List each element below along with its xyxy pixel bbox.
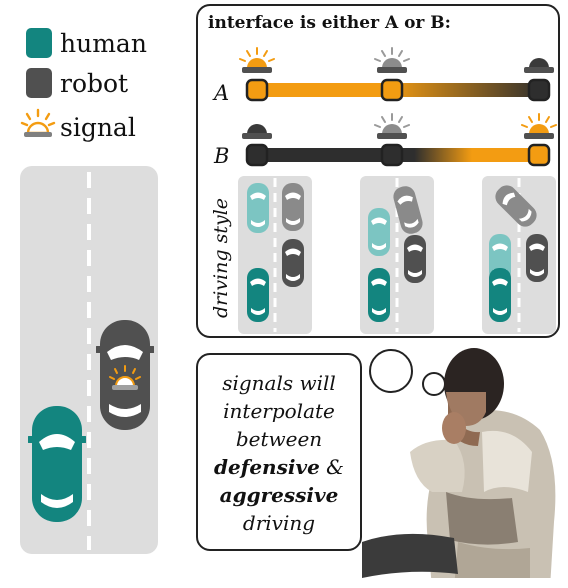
thought-bubble: signals will interpolate between defensi… (196, 353, 362, 551)
robot-car (96, 314, 154, 434)
legend-human-swatch (26, 28, 52, 58)
thought-line-4: defensive & (198, 453, 360, 481)
human-car (28, 402, 86, 526)
legend-robot-label: robot (60, 69, 129, 98)
thought-line-5: aggressive (219, 483, 339, 507)
thought-defensive: defensive (214, 455, 320, 479)
legend-human-label: human (60, 29, 147, 58)
thought-ampersand: & (319, 455, 344, 479)
signal-bars (198, 6, 560, 176)
legend-signal-label: signal (60, 113, 136, 142)
thought-line-3: between (235, 427, 323, 451)
road-scene (20, 166, 158, 554)
signal-light-icon (20, 108, 56, 140)
legend-robot-swatch (26, 68, 52, 98)
thought-line-2: interpolate (223, 399, 335, 423)
row-b-label: B (214, 144, 230, 168)
row-a-label: A (214, 81, 230, 105)
person-photo (362, 342, 568, 588)
thought-line-1: signals will (222, 371, 336, 395)
thought-line-6: driving (242, 511, 316, 535)
legend: human robot signal (20, 22, 190, 142)
interface-panel: interface is either A or B: A B (196, 4, 560, 338)
thought-circles (366, 346, 450, 400)
driving-style-scenes (198, 6, 560, 340)
panel-title: interface is either A or B: (208, 13, 451, 33)
